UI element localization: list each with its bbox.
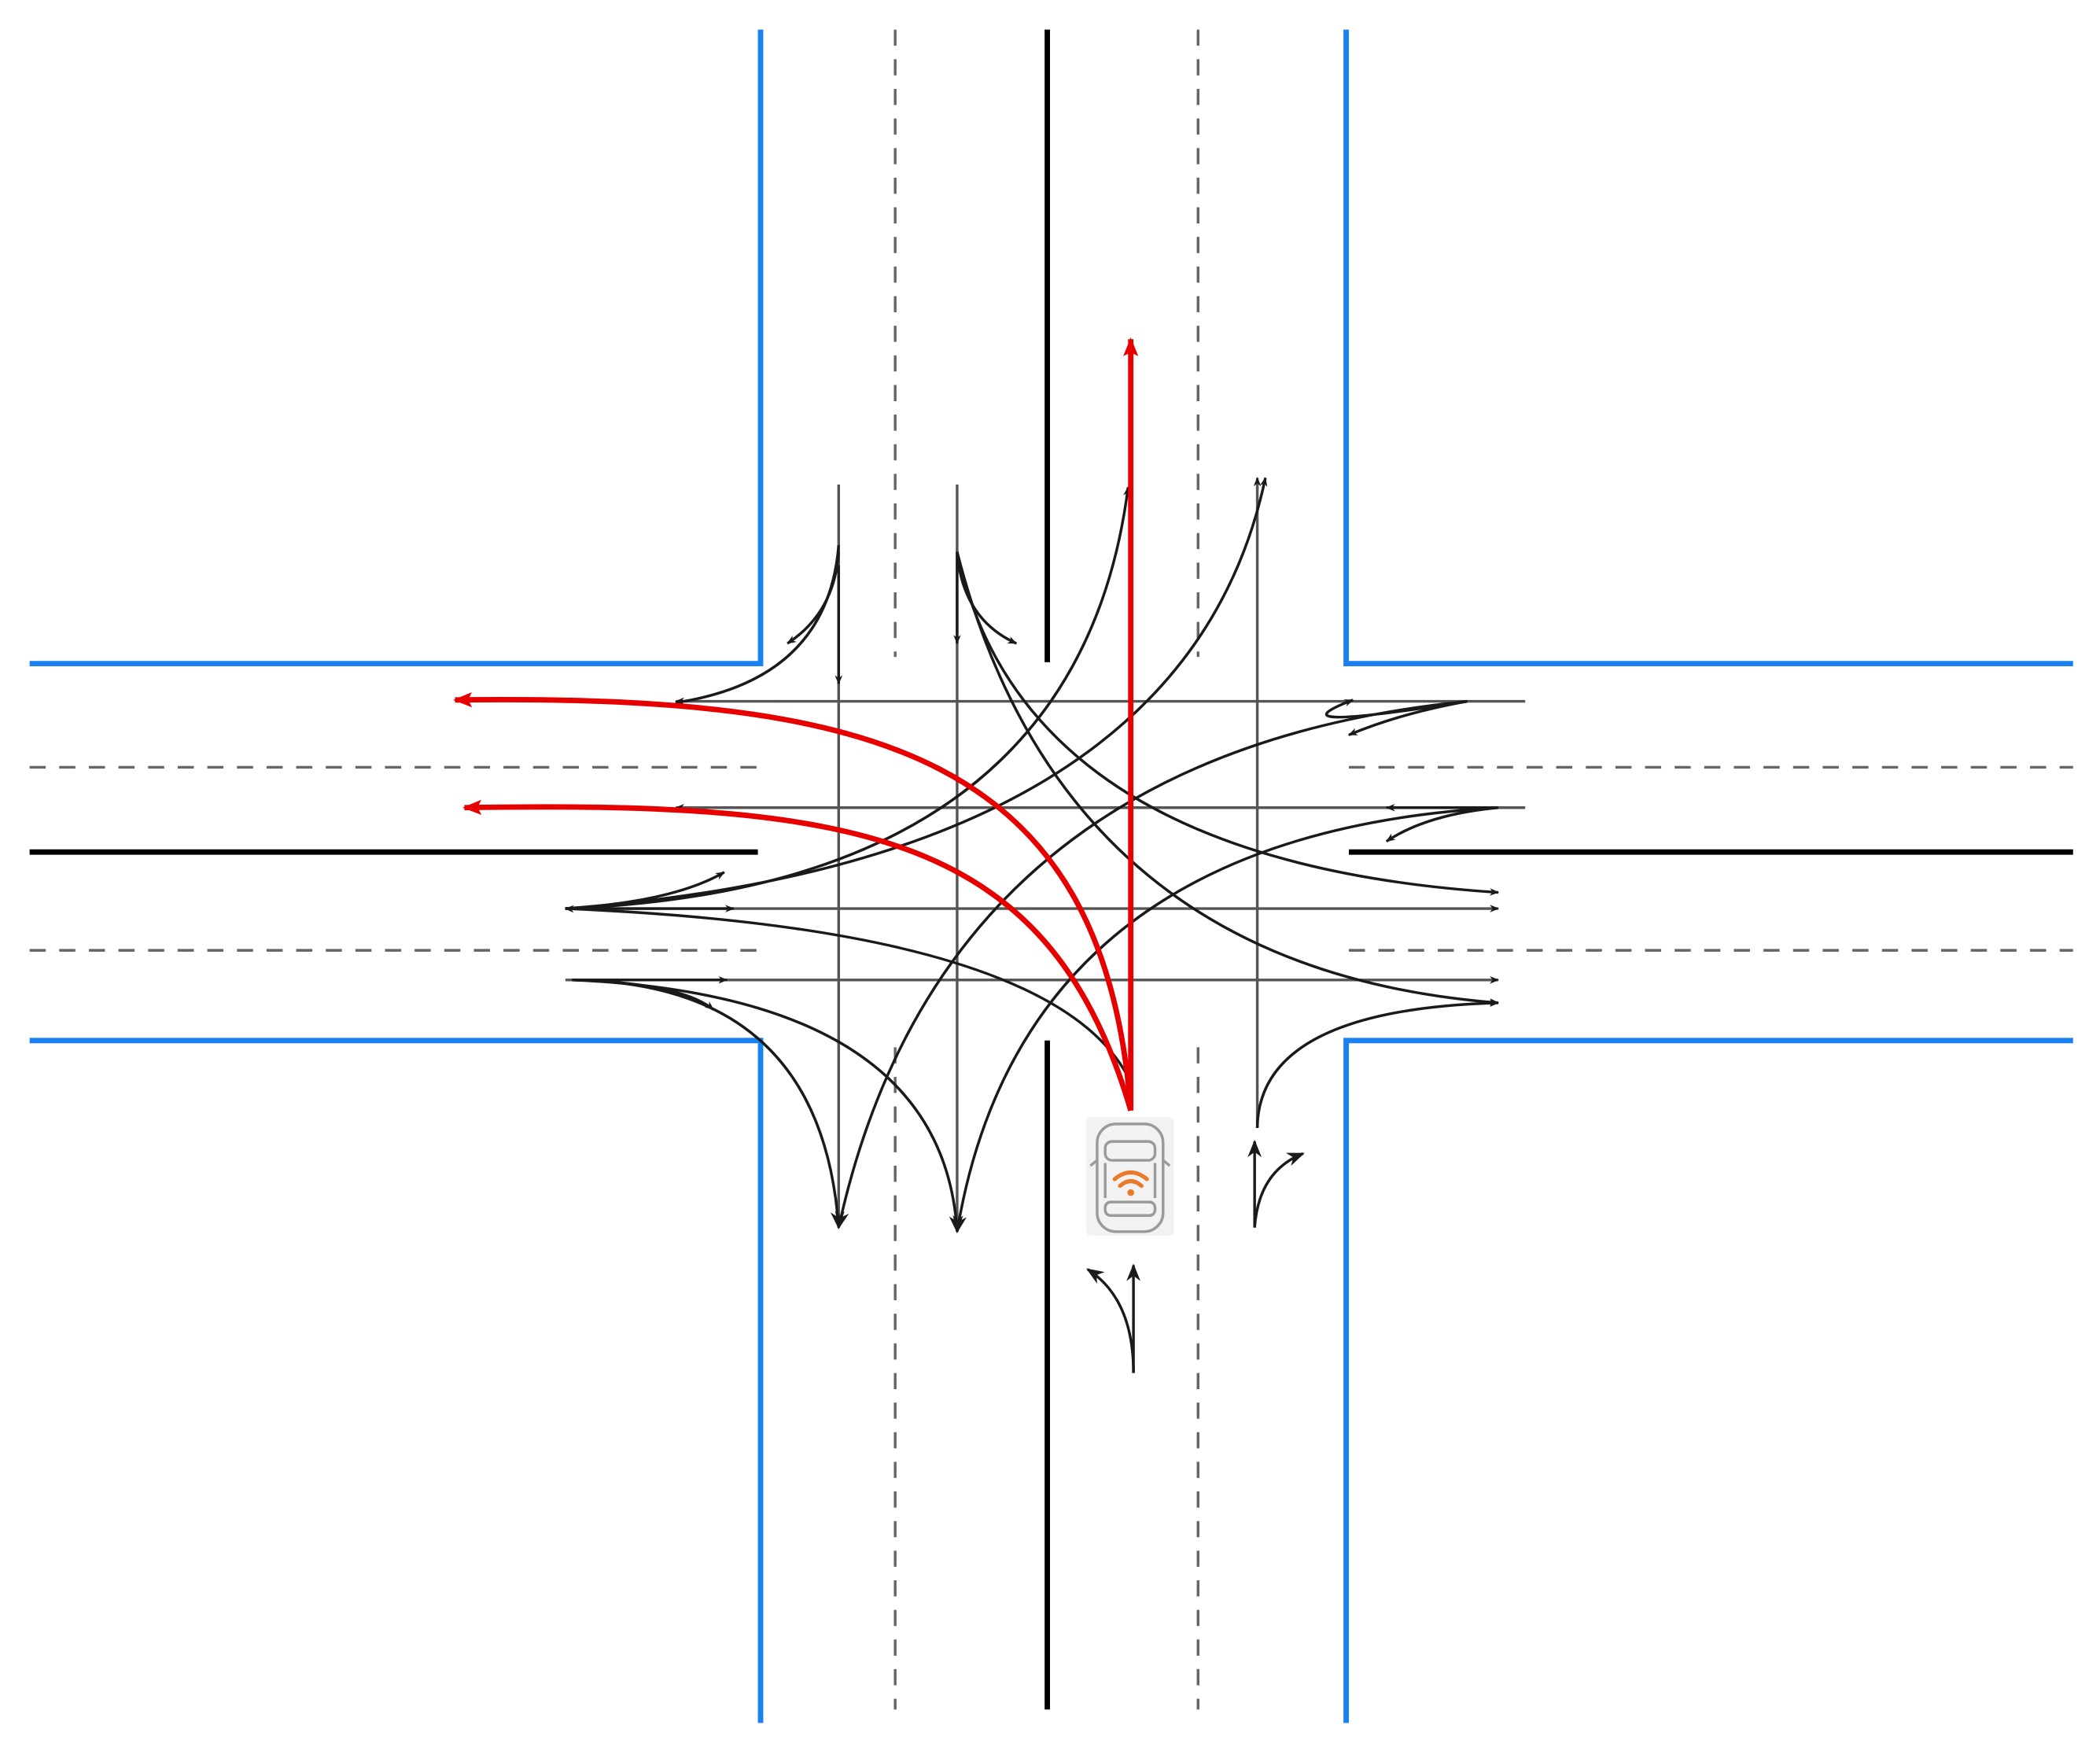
north-short-turn: [787, 551, 840, 645]
west-short-turn-2: [572, 979, 715, 1011]
lane-direction-arrow-icon: [1247, 1139, 1305, 1228]
curb-north-west: [29, 29, 764, 667]
wireless-signal-icon: [1112, 1170, 1149, 1196]
road-curbs: [29, 29, 2073, 1723]
center-lines: [29, 29, 2073, 1710]
west-left-turn-to-north-2: [565, 477, 1268, 910]
east-right-turn-to-north: [1324, 699, 1468, 719]
north-short-turn-right: [956, 551, 1018, 645]
south-left-turn-to-west: [564, 905, 1129, 1078]
ego-vehicle: [1086, 1117, 1174, 1236]
west-right-turn-to-south-2: [572, 979, 963, 1233]
south-right-turn-to-east: [1255, 999, 1500, 1129]
curb-north-east: [1343, 29, 2073, 667]
turning-trajectories: [564, 477, 1500, 1233]
north-left-turn-to-east-1: [956, 551, 1500, 896]
ego-trajectories: [453, 337, 1139, 1111]
west-left-turn-to-north: [565, 486, 1131, 910]
curb-south-west: [29, 1038, 764, 1723]
north-left-turn-to-east-2: [956, 551, 1500, 1006]
lane-arrows: [1086, 1139, 1305, 1373]
curb-south-east: [1343, 1038, 2073, 1723]
north-right-turn-to-west: [675, 544, 840, 706]
lane-direction-arrow-icon: [1086, 1263, 1141, 1373]
ego-left-turn-inner: [462, 799, 1133, 1111]
east-short-turn-1: [1347, 699, 1468, 736]
car-top-view-icon: [1089, 1122, 1171, 1233]
east-left-turn-to-south-2: [952, 806, 1499, 1233]
west-right-turn-to-south-1: [572, 979, 845, 1229]
ego-left-turn-outer: [453, 691, 1134, 1111]
lane-dividers: [29, 29, 2073, 1710]
vehicle-tile: [1086, 1117, 1174, 1236]
